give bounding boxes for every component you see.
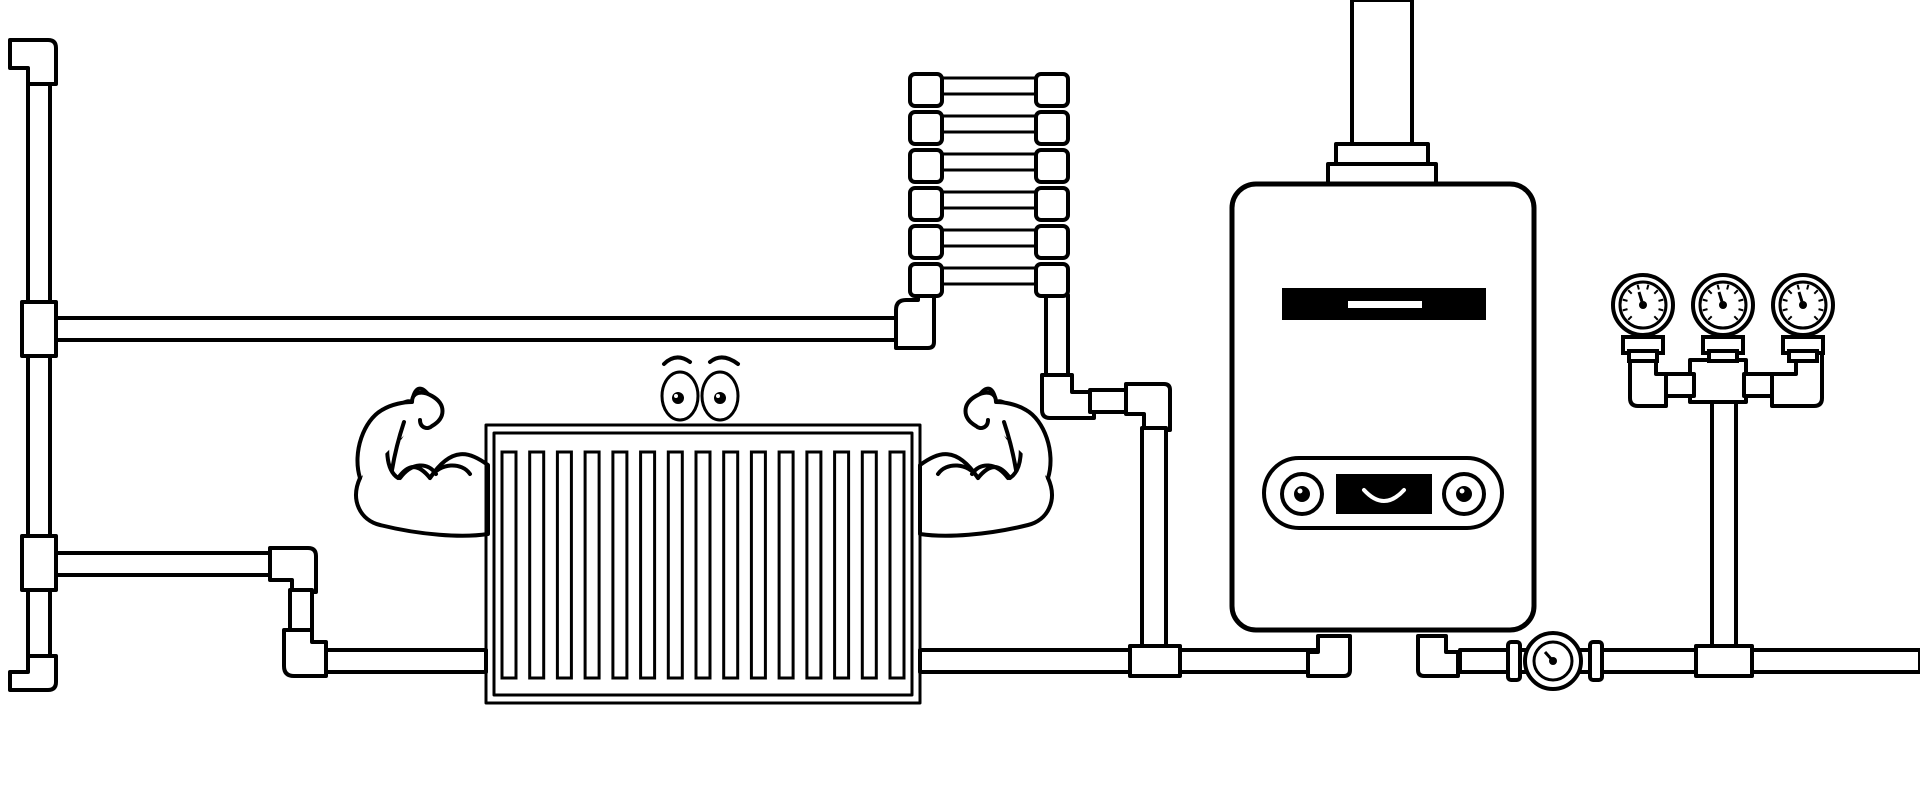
radiator-character <box>354 355 1054 705</box>
radiator-fin <box>805 450 823 680</box>
towel-rail-left-joints <box>908 72 944 298</box>
boiler-face-panel <box>1262 456 1504 530</box>
radiator-fin <box>528 450 546 680</box>
radiator-fin <box>777 450 795 680</box>
radiator-fin <box>666 450 684 680</box>
pressure-gauge-manifold <box>1611 273 1835 678</box>
pressure-gauge <box>1771 273 1835 363</box>
radiator-eyes <box>660 355 740 422</box>
radiator-fin <box>888 450 906 680</box>
inline-gauge-valve <box>1506 631 1604 691</box>
right-flexing-arm <box>918 386 1054 538</box>
radiator-fin <box>639 450 657 680</box>
towel-rail-rungs <box>934 76 1044 286</box>
towel-rail <box>908 72 1070 298</box>
radiator-fin <box>833 450 851 680</box>
pressure-gauge <box>1691 273 1755 363</box>
left-riser-pipe <box>8 38 58 692</box>
radiator-fin <box>583 450 601 680</box>
radiator-fins <box>500 450 906 680</box>
radiator-fin <box>749 450 767 680</box>
towel-rail-right-joints <box>1034 72 1070 298</box>
boiler-character <box>1229 0 1537 633</box>
pressure-gauge <box>1611 273 1675 363</box>
radiator-fin <box>555 450 573 680</box>
radiator-fin <box>860 450 878 680</box>
pressure-gauges <box>1611 273 1835 363</box>
radiator-fin <box>722 450 740 680</box>
radiator-fin <box>611 450 629 680</box>
radiator-fin <box>500 450 518 680</box>
left-flexing-arm <box>354 386 490 538</box>
radiator-fin <box>694 450 712 680</box>
